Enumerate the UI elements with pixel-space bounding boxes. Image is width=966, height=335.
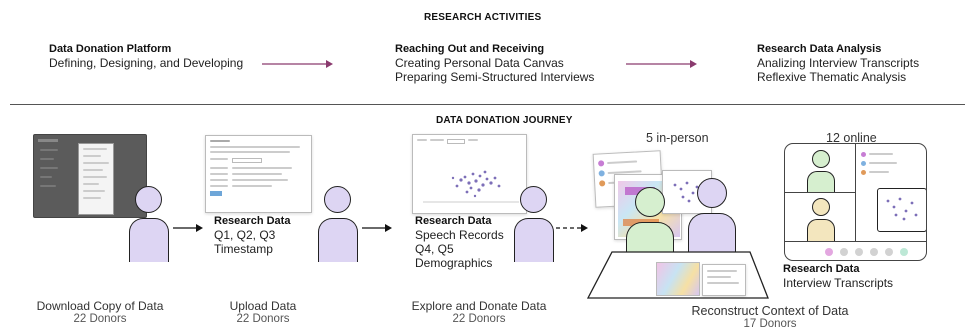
- video-call-frame: [784, 143, 927, 261]
- activity-line: Reflexive Thematic Analysis: [757, 70, 907, 84]
- person-head: [812, 198, 830, 216]
- person-head: [520, 186, 547, 213]
- research-activities-header: RESEARCH ACTIVITIES: [424, 12, 542, 23]
- explore-screenshot: [412, 134, 527, 214]
- research-data-title: Research Data: [415, 215, 492, 227]
- stage-upload: Upload Data 22 Donors: [213, 299, 313, 325]
- stage-count: 22 Donors: [236, 313, 290, 325]
- person-body: [807, 219, 835, 241]
- donor-person-1: [127, 186, 171, 262]
- research-data-explore: Research Data Speech Records Q4, Q5 Demo…: [415, 215, 504, 270]
- activity-arrow-2: [626, 60, 697, 68]
- donor-person-3: [512, 186, 556, 262]
- research-data-online: Research Data Interview Transcripts: [783, 263, 893, 290]
- person-head: [635, 187, 665, 217]
- research-data-line: Speech Records: [415, 228, 504, 242]
- activity-data-donation-platform: Data Donation Platform Defining, Designi…: [49, 42, 243, 70]
- online-label: 12 online: [826, 131, 877, 145]
- stage-count: 17 Donors: [743, 318, 797, 330]
- stage-explore: Explore and Donate Data 22 Donors: [404, 299, 554, 325]
- online-participant-yellow: [807, 198, 835, 241]
- stage-label: Explore and Donate Data: [411, 299, 547, 313]
- stage-label: Reconstruct Context of Data: [691, 304, 849, 318]
- stage-count: 22 Donors: [452, 313, 506, 325]
- flow-arrow-dashed: [556, 220, 588, 232]
- in-person-label: 5 in-person: [646, 131, 709, 145]
- shared-canvas-thumbnail: [877, 188, 926, 232]
- research-data-line: Q4, Q5: [415, 242, 454, 256]
- journey-header: DATA DONATION JOURNEY: [436, 115, 573, 126]
- research-data-line: Interview Transcripts: [783, 276, 894, 290]
- donor-person-2: [316, 186, 360, 262]
- table-canvas-wordcloud: [656, 262, 700, 296]
- stage-reconstruct: Reconstruct Context of Data 17 Donors: [670, 304, 870, 330]
- activity-title: Research Data Analysis: [757, 43, 882, 55]
- control-dot[interactable]: [885, 248, 893, 256]
- flow-arrow-2: [362, 220, 392, 232]
- scatter-thumbnail: [423, 170, 519, 203]
- person-body: [807, 171, 835, 192]
- person-body: [318, 218, 358, 262]
- person-body: [514, 218, 554, 262]
- activity-title: Reaching Out and Receiving: [395, 43, 545, 55]
- activity-line: Preparing Semi-Structured Interviews: [395, 70, 595, 84]
- research-data-line: Demographics: [415, 256, 493, 270]
- research-data-upload: Research Data Q1, Q2, Q3 Timestamp: [214, 215, 290, 256]
- person-head: [135, 186, 162, 213]
- activity-research-data-analysis: Research Data Analysis Analizing Intervi…: [757, 42, 919, 84]
- activity-reaching-out: Reaching Out and Receiving Creating Pers…: [395, 42, 594, 84]
- shared-screen: [861, 150, 923, 238]
- activity-line: Analizing Interview Transcripts: [757, 56, 920, 70]
- control-dot[interactable]: [840, 248, 848, 256]
- activity-arrow-1: [262, 60, 333, 68]
- person-head: [697, 178, 727, 208]
- stage-count: 22 Donors: [73, 313, 127, 325]
- section-divider: [10, 104, 965, 105]
- control-dot[interactable]: [825, 248, 833, 256]
- person-head: [812, 150, 830, 168]
- flow-arrow-1: [173, 220, 203, 232]
- stage-label: Upload Data: [229, 299, 297, 313]
- online-participant-green: [807, 150, 835, 192]
- research-data-line: Q1, Q2, Q3: [214, 228, 276, 242]
- control-dot[interactable]: [870, 248, 878, 256]
- research-data-line: Timestamp: [214, 242, 273, 256]
- control-dot[interactable]: [900, 248, 908, 256]
- stage-label: Download Copy of Data: [36, 299, 164, 313]
- activity-line: Creating Personal Data Canvas: [395, 56, 564, 70]
- call-controls: [825, 248, 908, 256]
- download-screenshot: [33, 134, 147, 218]
- research-data-title: Research Data: [214, 215, 291, 227]
- table-canvas-sheet: [702, 264, 746, 296]
- person-body: [129, 218, 169, 262]
- person-head: [324, 186, 351, 213]
- stage-download: Download Copy of Data 22 Donors: [30, 299, 170, 325]
- activity-title: Data Donation Platform: [49, 43, 172, 55]
- activity-line: Defining, Designing, and Developing: [49, 56, 244, 70]
- upload-screenshot: [205, 135, 312, 213]
- control-dot[interactable]: [855, 248, 863, 256]
- research-data-title: Research Data: [783, 263, 860, 275]
